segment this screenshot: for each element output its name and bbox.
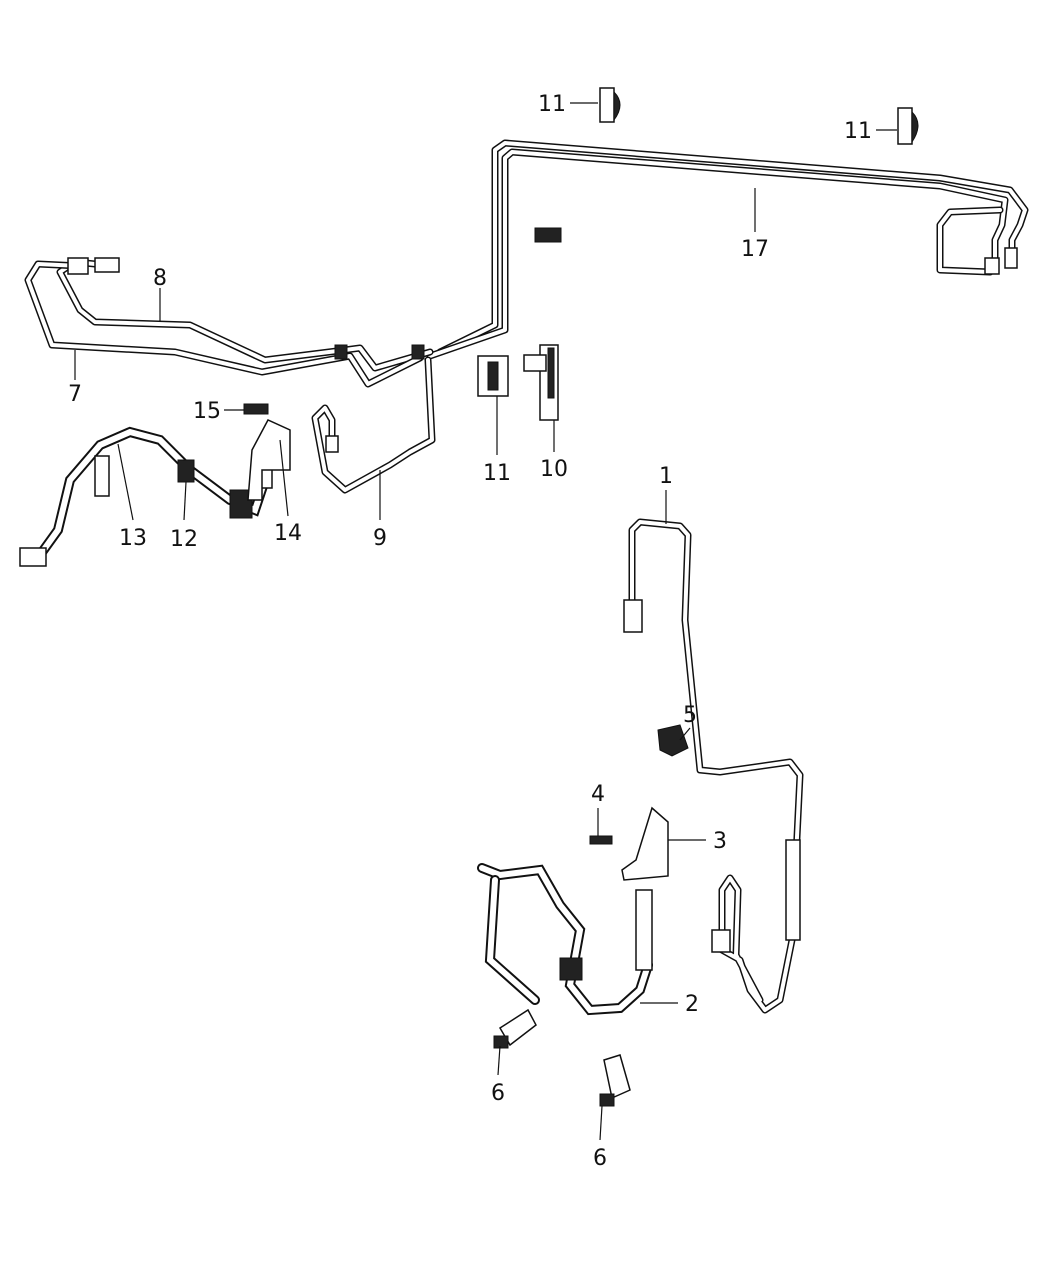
brake-tube-1	[623, 518, 804, 1014]
callout-6: 6	[593, 1146, 607, 1171]
callout-11: 11	[483, 461, 511, 486]
bracket-14	[247, 419, 291, 501]
callout-4: 4	[591, 782, 605, 807]
callout-8: 8	[153, 266, 167, 291]
callout-12: 12	[170, 527, 198, 552]
callout-17: 17	[741, 237, 769, 262]
callout-2: 2	[685, 992, 699, 1017]
callout-9: 9	[373, 526, 387, 551]
clip-11-right	[897, 107, 919, 145]
callout-14: 14	[274, 521, 302, 546]
sensor-6-right	[599, 1054, 631, 1107]
brake-tube-7-8	[24, 257, 434, 388]
clip-5	[657, 724, 689, 757]
clip-small	[534, 227, 562, 243]
bolt-4	[589, 835, 613, 845]
brake-tube-17	[426, 139, 1029, 360]
callout-5: 5	[683, 703, 697, 728]
callout-3: 3	[713, 829, 727, 854]
callout-1: 1	[659, 464, 673, 489]
brake-hose-13	[19, 426, 273, 567]
leader-lines	[74, 102, 897, 1141]
callout-10: 10	[540, 457, 568, 482]
callout-6: 6	[491, 1081, 505, 1106]
bracket-3	[621, 806, 669, 881]
clip-11-mid	[477, 355, 509, 397]
bracket-10	[523, 344, 559, 421]
bolt-15	[243, 403, 269, 415]
brake-tube-9	[311, 356, 436, 494]
callout-11: 11	[844, 119, 872, 144]
callout-7: 7	[68, 382, 82, 407]
sensor-6-left	[493, 1008, 537, 1049]
callout-15: 15	[193, 399, 221, 424]
clip-11-top	[599, 87, 621, 123]
brake-hose-2	[477, 863, 653, 1016]
callout-13: 13	[119, 526, 147, 551]
callout-11: 11	[538, 92, 566, 117]
